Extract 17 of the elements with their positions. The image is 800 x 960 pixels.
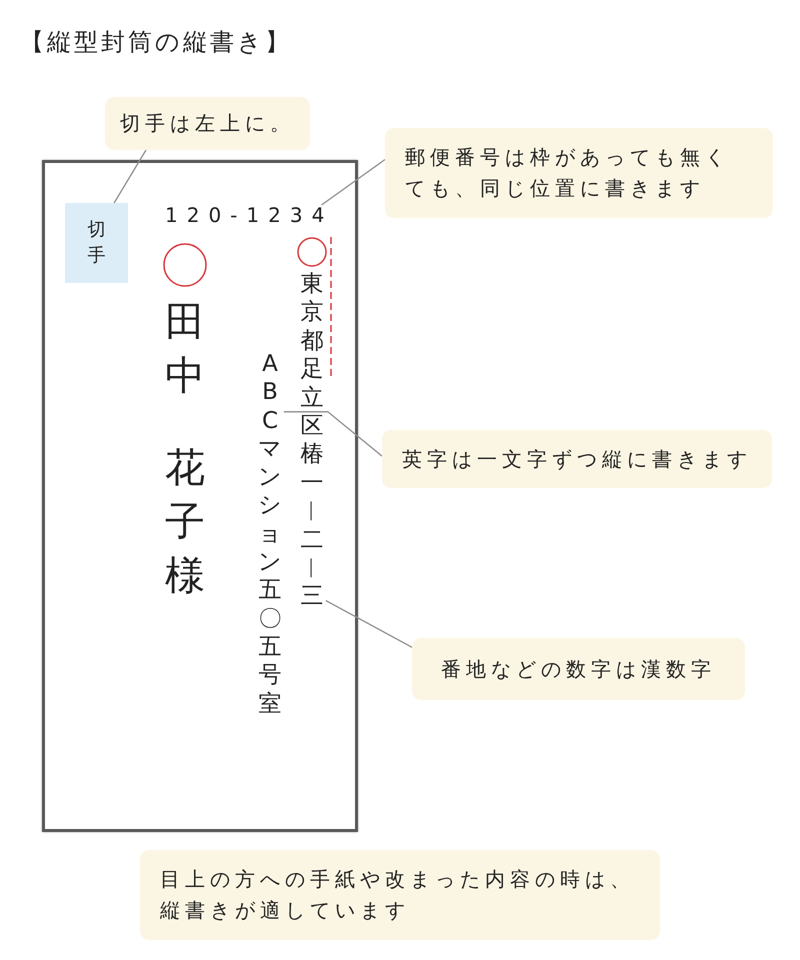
stamp-area: 切手 <box>65 203 128 283</box>
callout-note: 郵便番号は枠があっても無くても、同じ位置に書きます <box>385 128 773 218</box>
address-line: 東京都足立区椿一︱二︱三 <box>298 270 326 611</box>
address-line: ABCマンション五〇五号室 <box>256 350 284 718</box>
recipient-surname: 田中 <box>164 298 206 401</box>
envelope <box>42 160 358 832</box>
postal-code: 120-1234 <box>165 205 334 225</box>
leader-line <box>321 158 386 206</box>
callout-note: 目上の方への手紙や改まった内容の時は、縦書きが適しています <box>140 850 660 940</box>
leader-line <box>284 411 382 457</box>
callout-note: 番地などの数字は漢数字 <box>412 638 745 700</box>
callout-note: 切手は左上に。 <box>105 97 310 150</box>
title: 【縦型封筒の縦書き】 <box>20 30 292 54</box>
leader-line <box>114 150 147 204</box>
leader-line <box>325 600 412 648</box>
callout-note: 英字は一文字ずつ縦に書きます <box>382 430 772 488</box>
recipient-given-name: 花子様 <box>164 444 206 601</box>
